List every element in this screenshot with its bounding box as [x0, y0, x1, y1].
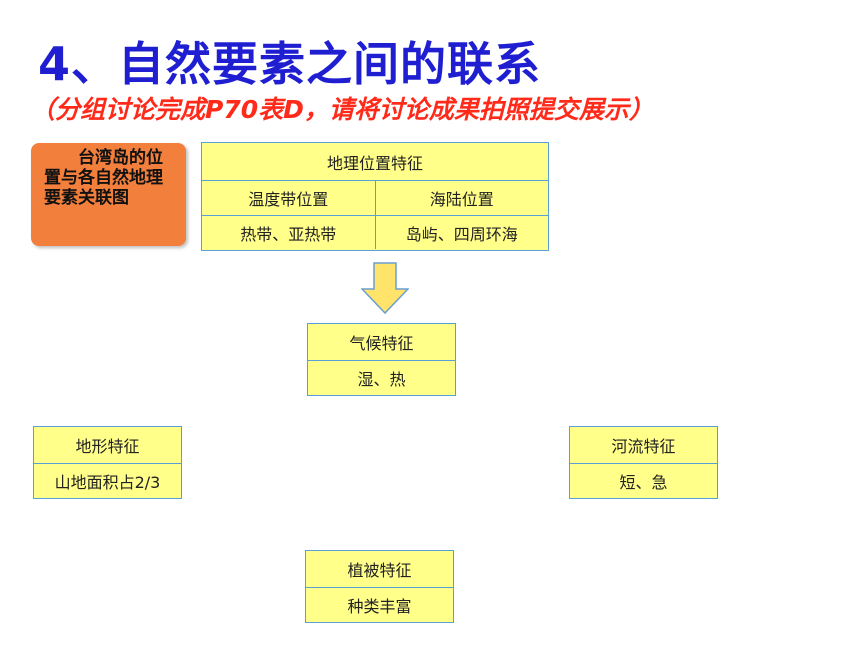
vegetation-header: 植被特征 [347, 561, 412, 580]
vegetation-feature-box: 植被特征 种类丰富 [305, 550, 454, 623]
river-value: 短、急 [570, 463, 717, 497]
landform-header: 地形特征 [75, 437, 140, 456]
diagram-label-box: 台湾岛的位置与各自然地理要素关联图 [31, 143, 186, 246]
landform-feature-box: 地形特征 山地面积占2/3 [33, 426, 182, 499]
climate-feature-box: 气候特征 湿、热 [307, 323, 456, 396]
location-labels-row: 温度带位置 海陆位置 [202, 180, 548, 215]
location-header: 地理位置特征 [326, 153, 423, 173]
landform-value: 山地面积占2/3 [34, 463, 181, 497]
sea-land-value: 岛屿、四周环海 [374, 216, 549, 249]
slide-subtitle: （分组讨论完成P70表D，请将讨论成果拍照提交展示） [30, 95, 654, 124]
slide-title: 4、自然要素之间的联系 [38, 37, 542, 91]
location-feature-box: 地理位置特征 温度带位置 海陆位置 热带、亚热带 岛屿、四周环海 [201, 142, 549, 251]
sea-land-label: 海陆位置 [374, 181, 549, 215]
river-header: 河流特征 [611, 437, 676, 456]
location-values-row: 热带、亚热带 岛屿、四周环海 [202, 215, 548, 249]
vegetation-value: 种类丰富 [306, 587, 453, 621]
climate-header: 气候特征 [349, 334, 414, 353]
climate-value: 湿、热 [308, 360, 455, 394]
down-arrow-icon [361, 262, 409, 314]
river-feature-box: 河流特征 短、急 [569, 426, 718, 499]
temp-zone-value: 热带、亚热带 [240, 224, 337, 244]
temp-zone-label: 温度带位置 [248, 190, 329, 209]
